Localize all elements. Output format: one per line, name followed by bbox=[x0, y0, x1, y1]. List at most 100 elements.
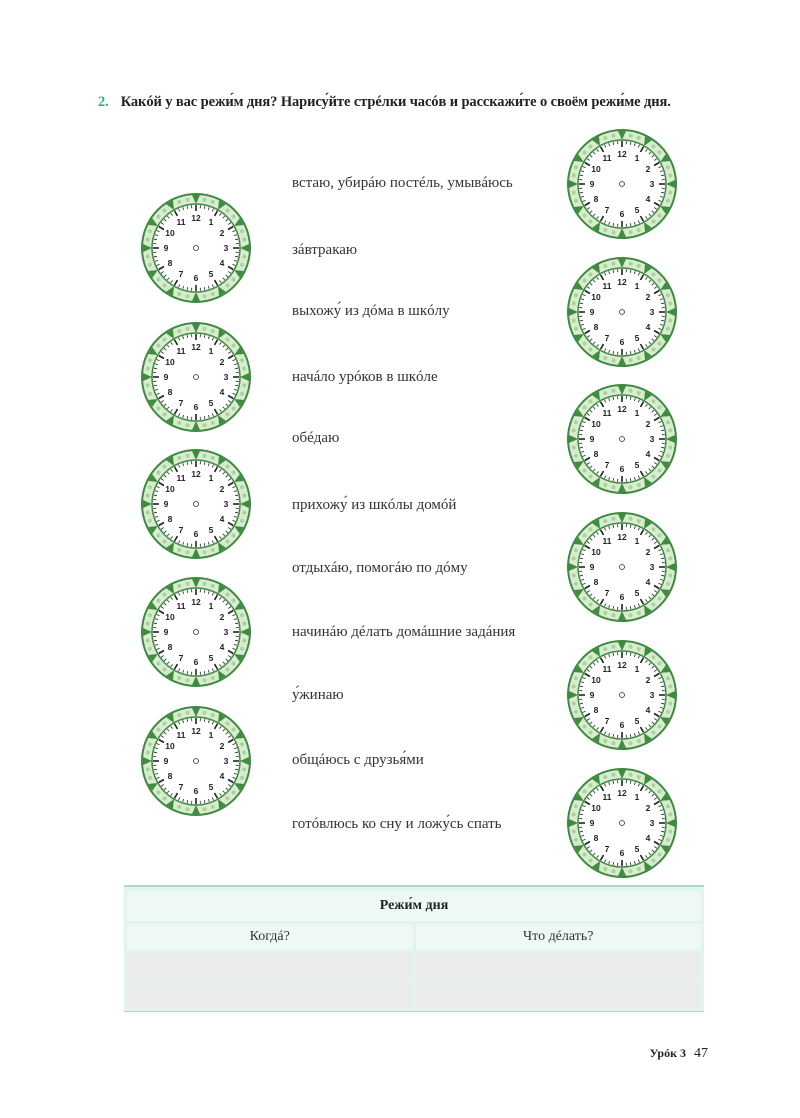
what-cell[interactable] bbox=[415, 953, 701, 979]
clock-number: 11 bbox=[177, 346, 186, 356]
clock-number: 7 bbox=[179, 653, 184, 663]
clock-number: 4 bbox=[646, 577, 651, 587]
clock-number: 3 bbox=[224, 627, 229, 637]
activity-strip: отдыхáю, помогáю по дóму bbox=[272, 549, 572, 587]
activity-label: начáло урóков в шкóле bbox=[292, 368, 438, 385]
clock-number: 12 bbox=[191, 726, 201, 736]
lesson-label: Урóк 3 bbox=[649, 1046, 686, 1060]
clock-number: 10 bbox=[591, 419, 601, 429]
when-cell[interactable] bbox=[127, 953, 413, 979]
clock-number: 4 bbox=[646, 449, 651, 459]
schedule-header-row: Когдá? Что дéлать? bbox=[127, 924, 701, 950]
clock-number: 11 bbox=[603, 664, 612, 674]
schedule-table: Режи́м дня Когдá? Что дéлать? bbox=[124, 885, 704, 1012]
clock-number: 9 bbox=[590, 562, 595, 572]
clock-number: 8 bbox=[594, 705, 599, 715]
clock-number: 8 bbox=[168, 258, 173, 268]
activity-label: выхожу́ из дóма в шкóлу bbox=[292, 302, 450, 319]
clock-number: 7 bbox=[605, 844, 610, 854]
page-number: 47 bbox=[694, 1046, 708, 1061]
clock-number: 9 bbox=[590, 690, 595, 700]
table-row bbox=[127, 982, 701, 1008]
clock-number: 8 bbox=[168, 771, 173, 781]
clock-number: 7 bbox=[605, 588, 610, 598]
clock-number: 1 bbox=[635, 153, 640, 163]
clock-number: 7 bbox=[605, 460, 610, 470]
clock-number: 11 bbox=[177, 730, 186, 740]
clock-number: 6 bbox=[194, 402, 199, 412]
activity-strip: готóвлюсь ко сну и ложу́сь спать bbox=[272, 805, 572, 843]
clock-number: 2 bbox=[220, 741, 225, 751]
table-row bbox=[127, 953, 701, 979]
what-cell[interactable] bbox=[415, 982, 701, 1008]
clock-number: 12 bbox=[617, 277, 627, 287]
clock-number: 12 bbox=[617, 149, 627, 159]
activity-label: встаю, убирáю постéль, умывáюсь bbox=[292, 174, 513, 191]
clock-number: 8 bbox=[168, 514, 173, 524]
activity-label: прихожу́ из шкóлы домóй bbox=[292, 496, 457, 513]
clock-number: 12 bbox=[617, 404, 627, 414]
activity-strip: прихожу́ из шкóлы домóй bbox=[272, 486, 558, 524]
clock-number: 2 bbox=[646, 292, 651, 302]
clock-number: 9 bbox=[590, 179, 595, 189]
clock-number: 5 bbox=[635, 844, 640, 854]
clock-number: 9 bbox=[164, 627, 169, 637]
clock-number: 7 bbox=[179, 782, 184, 792]
clock-number: 5 bbox=[209, 398, 214, 408]
clock-number: 8 bbox=[594, 577, 599, 587]
clock-number: 6 bbox=[194, 786, 199, 796]
activity-label: готóвлюсь ко сну и ложу́сь спать bbox=[292, 815, 502, 832]
activity-label: у́жинаю bbox=[292, 686, 344, 703]
clock-number: 9 bbox=[164, 372, 169, 382]
clock-number: 6 bbox=[620, 592, 625, 602]
clock-number: 12 bbox=[191, 597, 201, 607]
clock-number: 2 bbox=[220, 612, 225, 622]
clock-number: 1 bbox=[635, 281, 640, 291]
clock-number: 3 bbox=[224, 372, 229, 382]
clock-number: 11 bbox=[177, 217, 186, 227]
clock-number: 6 bbox=[620, 720, 625, 730]
clock-number: 12 bbox=[191, 342, 201, 352]
activity-label: обéдаю bbox=[292, 429, 340, 446]
clock-number: 8 bbox=[168, 642, 173, 652]
clock-number: 3 bbox=[650, 179, 655, 189]
clock-number: 2 bbox=[646, 547, 651, 557]
clock-number: 4 bbox=[220, 258, 225, 268]
task-number: 2. bbox=[98, 94, 109, 110]
clock-number: 12 bbox=[617, 788, 627, 798]
activity-strip: у́жинаю bbox=[272, 676, 572, 714]
clock-number: 1 bbox=[209, 473, 214, 483]
clock-number: 6 bbox=[194, 529, 199, 539]
when-cell[interactable] bbox=[127, 982, 413, 1008]
clock-number: 4 bbox=[220, 642, 225, 652]
clock-number: 7 bbox=[179, 525, 184, 535]
clock-number: 7 bbox=[605, 205, 610, 215]
activity-strip: встаю, убирáю постéль, умывáюсь bbox=[272, 164, 572, 202]
clock-number: 9 bbox=[590, 307, 595, 317]
clock-number: 11 bbox=[603, 408, 612, 418]
task-heading: 2.Какóй у вас режи́м дня? Нарису́йте стр… bbox=[98, 94, 738, 111]
clock-number: 3 bbox=[650, 307, 655, 317]
clock-number: 10 bbox=[165, 612, 175, 622]
clock-number: 1 bbox=[209, 601, 214, 611]
clock-number: 5 bbox=[635, 333, 640, 343]
